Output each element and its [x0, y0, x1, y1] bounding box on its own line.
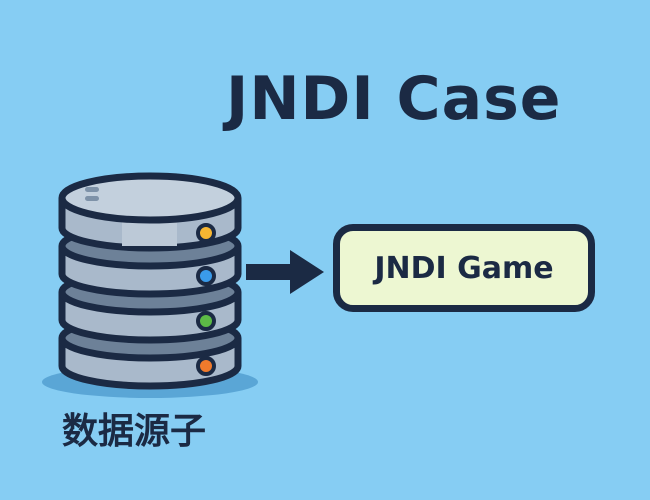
- datasource-label: 数据源子: [62, 411, 207, 452]
- arrow-right-icon: [246, 250, 324, 294]
- database-icon: [42, 172, 258, 398]
- jndi-game-box: JNDI Game: [333, 224, 595, 312]
- page-title: JNDI Case: [226, 64, 562, 134]
- led-3: [196, 311, 216, 331]
- jndi-game-label: JNDI Game: [374, 250, 554, 286]
- led-2: [196, 266, 216, 286]
- led-4: [196, 356, 216, 376]
- disk-1: [58, 172, 242, 252]
- led-1: [196, 223, 216, 243]
